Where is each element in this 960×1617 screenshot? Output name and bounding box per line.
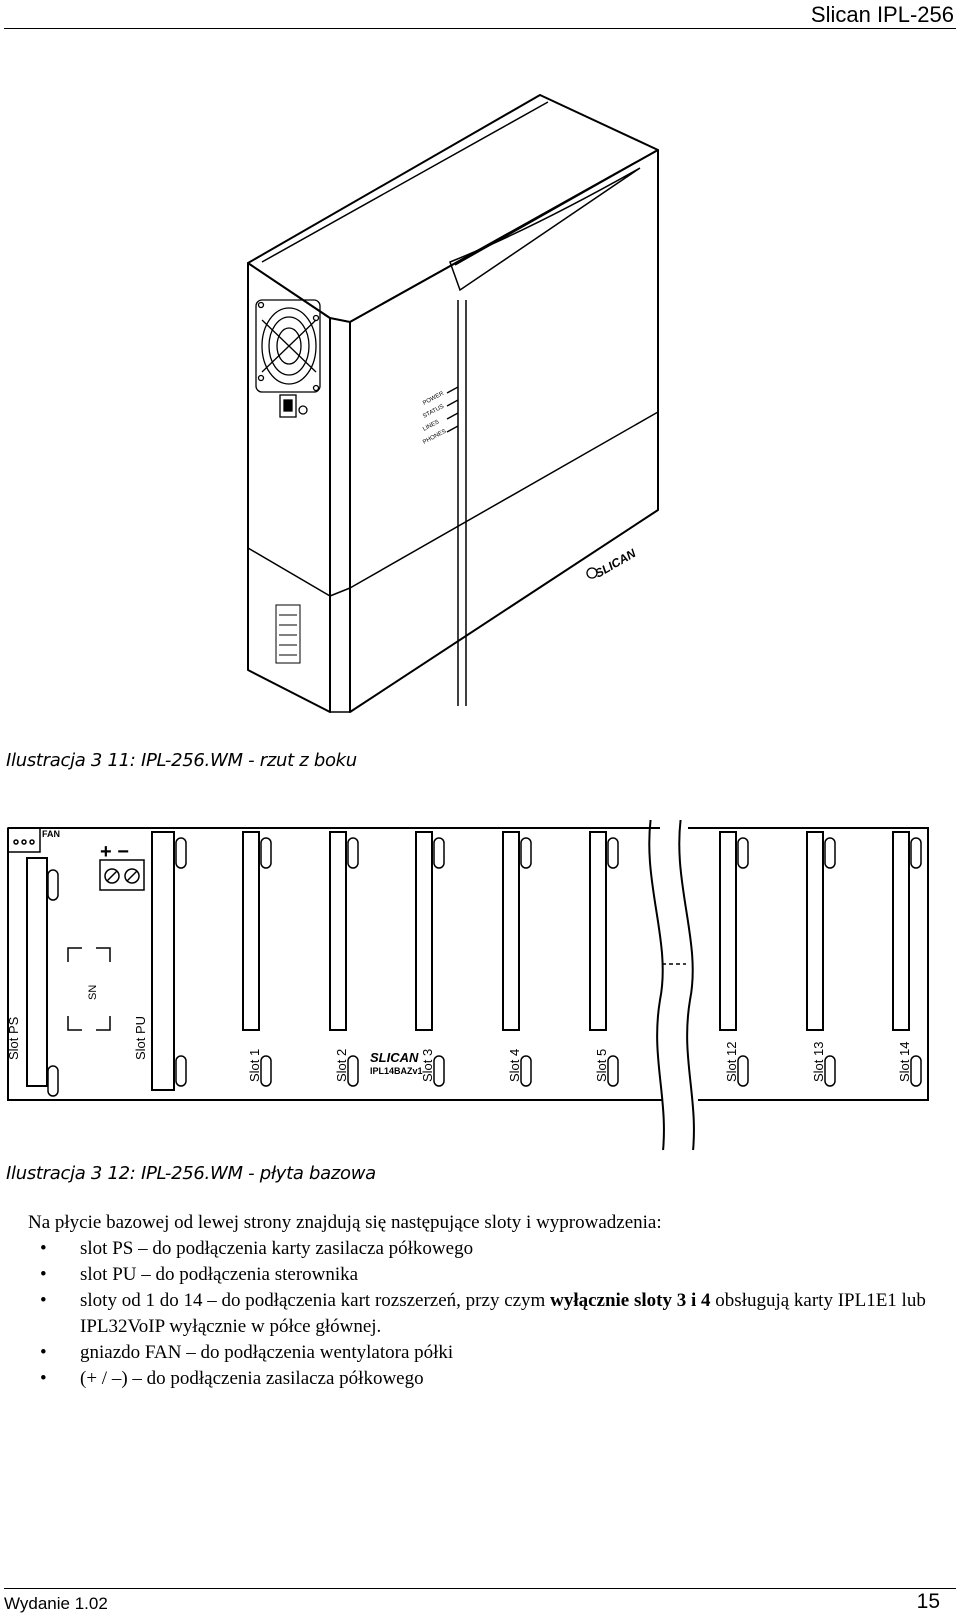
slot-key-notch	[607, 837, 619, 869]
list-item: •(+ / –) – do podłączenia zasilacza półk…	[40, 1368, 424, 1389]
slot-label: Slot 3	[420, 1049, 435, 1082]
slot-key-notch	[824, 837, 836, 869]
slot-key-notch	[260, 837, 272, 869]
intro-paragraph: Na płycie bazowej od lewej strony znajdu…	[28, 1212, 662, 1233]
slot-label: Slot 4	[507, 1049, 522, 1082]
figure1-caption: Ilustracja 3 11: IPL-256.WM - rzut z bok…	[6, 750, 357, 771]
slot-connector	[589, 831, 607, 1031]
slot-key-notch	[737, 837, 749, 869]
svg-text:SLICAN: SLICAN	[593, 546, 639, 581]
page-header-title: Slican IPL-256	[810, 2, 954, 27]
slot-key-notch	[347, 1055, 359, 1087]
fan-connector	[7, 827, 41, 853]
slot-connector	[415, 831, 433, 1031]
slot-label: Slot 12	[724, 1042, 739, 1082]
slot-key-notch	[910, 1055, 922, 1087]
list-item: •slot PS – do podłączenia karty zasilacz…	[40, 1238, 474, 1259]
slot-label: Slot 1	[247, 1049, 262, 1082]
slot-connector	[719, 831, 737, 1031]
slot-label: Slot 13	[811, 1042, 826, 1082]
footer-rule	[4, 1588, 956, 1589]
slot-label: Slot 2	[334, 1049, 349, 1082]
description-text: Na płycie bazowej od lewej strony znajdu…	[28, 1210, 958, 1392]
header-rule	[4, 28, 956, 29]
list-item: •slot PU – do podłączenia sterownika	[40, 1264, 359, 1285]
page-number: 15	[916, 1590, 940, 1613]
slot-key-notch	[607, 1055, 619, 1087]
list-item: •gniazdo FAN – do podłączenia wentylator…	[40, 1342, 454, 1363]
slot-key-notch	[737, 1055, 749, 1087]
base-board-illustration: FAN + − Slot PS SN Slot PU Slot 1 Slot 2 S…	[6, 820, 929, 1150]
slot-key-notch	[520, 1055, 532, 1087]
slot-key-notch	[910, 837, 922, 869]
plus-minus-label: + −	[100, 841, 129, 863]
slot-key-notch	[433, 837, 445, 869]
slot-connector	[892, 831, 910, 1031]
slot-connector	[806, 831, 824, 1031]
slot-key-notch	[433, 1055, 445, 1087]
slot-label: Slot 5	[594, 1049, 609, 1082]
slot-ps-connector	[26, 857, 48, 1087]
fan-label: FAN	[42, 829, 60, 839]
feature-list: •slot PS – do podłączenia karty zasilacz…	[28, 1236, 958, 1392]
fan-grille-icon	[255, 299, 321, 393]
board-logo: SLICAN	[370, 1050, 419, 1065]
slot-label: Slot 14	[897, 1042, 912, 1082]
slot-pu-label: Slot PU	[133, 1016, 148, 1060]
power-terminal	[99, 859, 145, 891]
slot-connector	[502, 831, 520, 1031]
slot-key-notch	[824, 1055, 836, 1087]
edition-label: Wydanie 1.02	[4, 1594, 108, 1613]
figure2-caption: Ilustracja 3 12: IPL-256.WM - płyta bazo…	[6, 1163, 376, 1184]
slot-key-notch	[347, 837, 359, 869]
board-model: IPL14BAZv1	[370, 1066, 423, 1076]
slot-pu-connector	[151, 831, 175, 1091]
slot-ps-label: Slot PS	[6, 1016, 21, 1060]
slot-connector	[329, 831, 347, 1031]
rating-plate	[275, 604, 301, 664]
list-item: •sloty od 1 do 14 – do podłączenia kart …	[40, 1290, 926, 1337]
slot-key-notch	[520, 837, 532, 869]
slot-connector	[242, 831, 260, 1031]
device-side-view-illustration: POWER STATUS LINES PHONES SLICAN	[247, 94, 659, 713]
slot-key-notch	[260, 1055, 272, 1087]
power-switch-icon	[279, 394, 308, 418]
sn-label: SN	[87, 985, 99, 1000]
